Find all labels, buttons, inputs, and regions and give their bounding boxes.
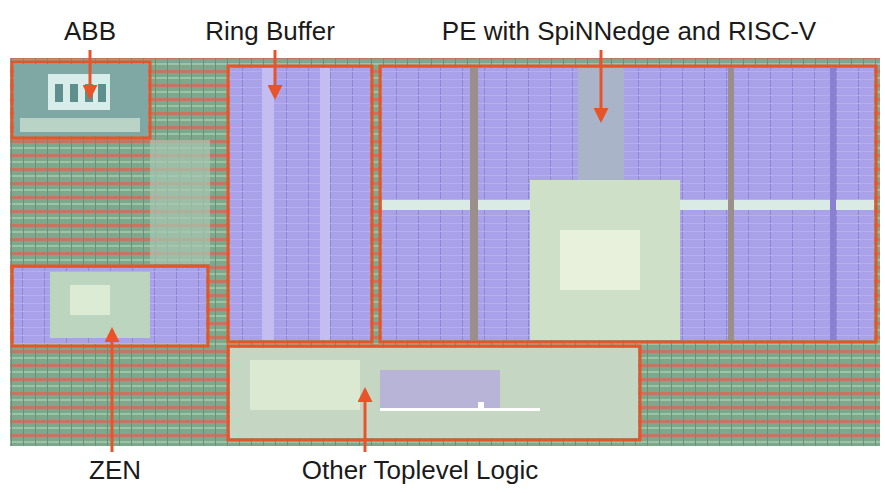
region-outline [12, 62, 150, 138]
pe-block [382, 68, 874, 340]
region-label: Other Toplevel Logic [302, 455, 539, 485]
region-label: ABB [64, 16, 116, 46]
ring-buffer-block [230, 68, 370, 340]
die-background [10, 58, 880, 446]
zen-block [14, 268, 206, 344]
region-outline [228, 66, 372, 342]
toplevel-logic [230, 348, 638, 438]
abb-core [48, 74, 110, 110]
leader-arrow [111, 330, 114, 452]
leader-arrow [89, 50, 92, 97]
pe-logic [530, 180, 680, 340]
region-outline [380, 66, 876, 342]
abb-block [14, 64, 148, 136]
leader-arrow [364, 390, 367, 452]
region-label: ZEN [89, 455, 141, 485]
region-outline [228, 346, 640, 440]
region-label: PE with SpiNNedge and RISC-V [442, 16, 816, 46]
leader-arrow [274, 50, 277, 97]
leader-arrow [600, 50, 603, 120]
region-label: Ring Buffer [205, 16, 335, 46]
region-outline [12, 266, 208, 346]
